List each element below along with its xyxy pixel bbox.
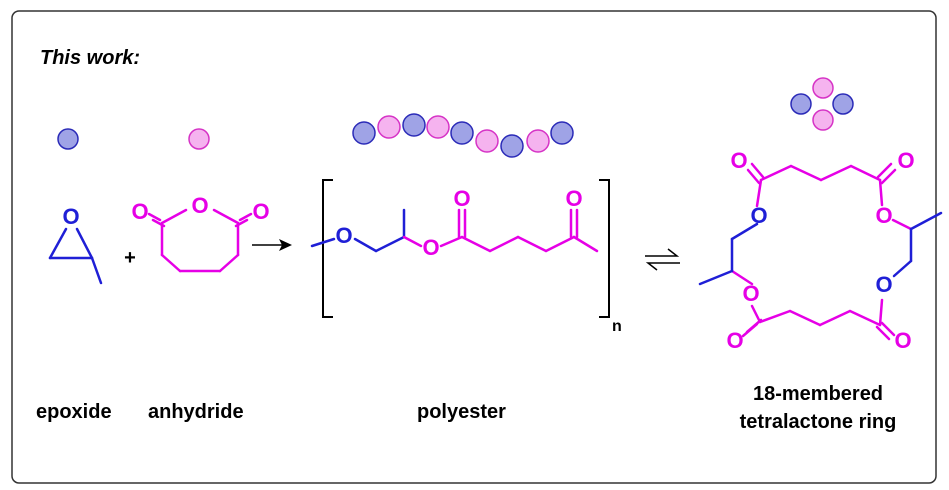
- ring-ether-oxygen-right: O: [875, 272, 892, 297]
- anhydride-chain-sphere: [426, 115, 450, 139]
- ring-carbonyl-oxygen-bottom-right: O: [894, 328, 911, 353]
- ring-ester-oxygen-left: O: [742, 281, 759, 306]
- reaction-arrow-icon: [252, 239, 292, 251]
- tetralactone-epoxide-segments: [698, 211, 943, 286]
- equilibrium-arrow-icon: [645, 248, 680, 271]
- ring-sphere-icon: [790, 77, 854, 131]
- polyester-anhydride-segment: [402, 208, 599, 253]
- ring-carbonyl-oxygen-bottom-left: O: [726, 328, 743, 353]
- tetralactone-anhydride-segments: [730, 162, 913, 341]
- polyester-carbonyl-oxygen-1: O: [453, 186, 470, 211]
- repeat-unit-subscript-n: n: [612, 318, 622, 335]
- ring-ester-oxygen-right: O: [875, 203, 892, 228]
- anhydride-chain-sphere: [475, 129, 499, 153]
- epoxide-chain-sphere: [500, 134, 524, 158]
- label-anhydride: anhydride: [148, 401, 244, 423]
- anhydride-sphere-icon: [188, 128, 210, 150]
- polymer-brackets: [322, 179, 610, 318]
- epoxide-chain-sphere: [402, 113, 426, 137]
- epoxide-oxygen-atom: O: [62, 204, 79, 229]
- anhydride-structure: [147, 208, 253, 273]
- epoxide-chain-sphere: [352, 121, 376, 145]
- anhydride-chain-sphere: [526, 129, 550, 153]
- ring-carbonyl-oxygen-top-left: O: [730, 148, 747, 173]
- polyester-carbonyl-oxygen-2: O: [565, 186, 582, 211]
- polyester-epoxide-segment: [310, 208, 406, 253]
- anhydride-carbonyl-oxygen-left: O: [131, 199, 148, 224]
- epoxide-structure: [48, 227, 103, 285]
- polyester-ester-oxygen-atom: O: [422, 235, 439, 260]
- anhydride-carbonyl-oxygen-right: O: [252, 199, 269, 224]
- anhydride-ring-oxygen-atom: O: [191, 193, 208, 218]
- label-ring-line2: tetralactone ring: [740, 411, 897, 433]
- label-ring-line1: 18-membered: [753, 383, 883, 405]
- label-epoxide: epoxide: [36, 401, 112, 423]
- ring-carbonyl-oxygen-top-right: O: [897, 148, 914, 173]
- ring-ether-oxygen-left: O: [750, 203, 767, 228]
- polymer-chain-icon: [352, 113, 574, 158]
- label-polyester: polyester: [417, 401, 506, 423]
- epoxide-sphere-icon: [57, 128, 79, 150]
- heading-this-work: This work:: [40, 47, 140, 69]
- anhydride-chain-sphere: [377, 115, 401, 139]
- epoxide-chain-sphere: [450, 121, 474, 145]
- plus-sign: +: [124, 247, 136, 269]
- scheme-frame: [11, 10, 937, 484]
- epoxide-chain-sphere: [550, 121, 574, 145]
- polyester-ether-oxygen-atom: O: [335, 223, 352, 248]
